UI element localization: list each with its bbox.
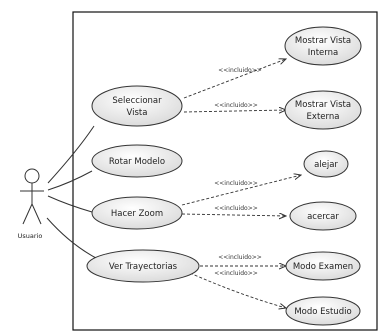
use-case-label: Mostrar Vista [295, 36, 351, 46]
association-uc3 [47, 195, 93, 213]
association-uc2 [47, 170, 93, 191]
use-case-ver-trayectorias: Ver Trayectorias [86, 249, 200, 283]
stick-figure-actor-icon [20, 168, 44, 225]
include-uc1-uc6 [183, 110, 286, 112]
include-uc3-uc7 [181, 175, 301, 206]
use-case-label: Rotar Modelo [109, 157, 165, 167]
use-case-label: Seleccionar [112, 96, 162, 106]
use-case-label: Hacer Zoom [111, 209, 163, 219]
use-case-hacer-zoom: Hacer Zoom [91, 196, 183, 230]
use-case-label: Interna [308, 48, 338, 58]
use-case-label: alejar [314, 160, 338, 170]
use-case-acercar: acercar [289, 201, 357, 231]
use-case-modo-estudio: Modo Estudio [285, 296, 361, 326]
use-case-label: Modo Estudio [294, 307, 351, 317]
stereotype-label: <<incluido>> [214, 270, 258, 277]
use-case-mostrar-vista-externa: Mostrar Vista Externa [284, 90, 362, 130]
use-case-rotar-modelo: Rotar Modelo [91, 144, 183, 178]
use-case-label: Vista [127, 108, 148, 118]
actor-label: Usuario [18, 232, 43, 240]
association-lines [46, 125, 97, 259]
stereotype-label: <<incluido>> [214, 180, 258, 187]
stereotype-label: <<incluido>> [218, 67, 262, 74]
use-case-label: Mostrar Vista [295, 100, 351, 110]
use-case-modo-examen: Modo Examen [285, 251, 361, 281]
association-uc4 [46, 217, 97, 259]
use-case-alejar: alejar [303, 150, 349, 178]
use-case-label: acercar [307, 212, 339, 222]
use-case-seleccionar-vista: Seleccionar Vista [91, 85, 183, 127]
use-case-mostrar-vista-interna: Mostrar Vista Interna [284, 26, 362, 66]
stereotype-labels: <<incluido>> <<incluido>> <<incluido>> <… [214, 67, 262, 277]
system-boundary [72, 11, 378, 331]
include-uc1-uc5 [183, 59, 286, 99]
include-uc4-uc10 [189, 272, 286, 308]
use-case-label: Modo Examen [293, 262, 353, 272]
use-case-label: Ver Trayectorias [109, 262, 178, 272]
include-uc3-uc8 [181, 214, 286, 216]
include-relationships [181, 59, 301, 308]
association-uc1 [47, 125, 95, 184]
use-case-label: Externa [307, 112, 340, 122]
stereotype-label: <<incluido>> [214, 205, 258, 212]
stereotype-label: <<incluido>> [214, 102, 258, 109]
actor-usuario: Usuario [18, 168, 44, 240]
stereotype-label: <<incluido>> [218, 254, 262, 261]
